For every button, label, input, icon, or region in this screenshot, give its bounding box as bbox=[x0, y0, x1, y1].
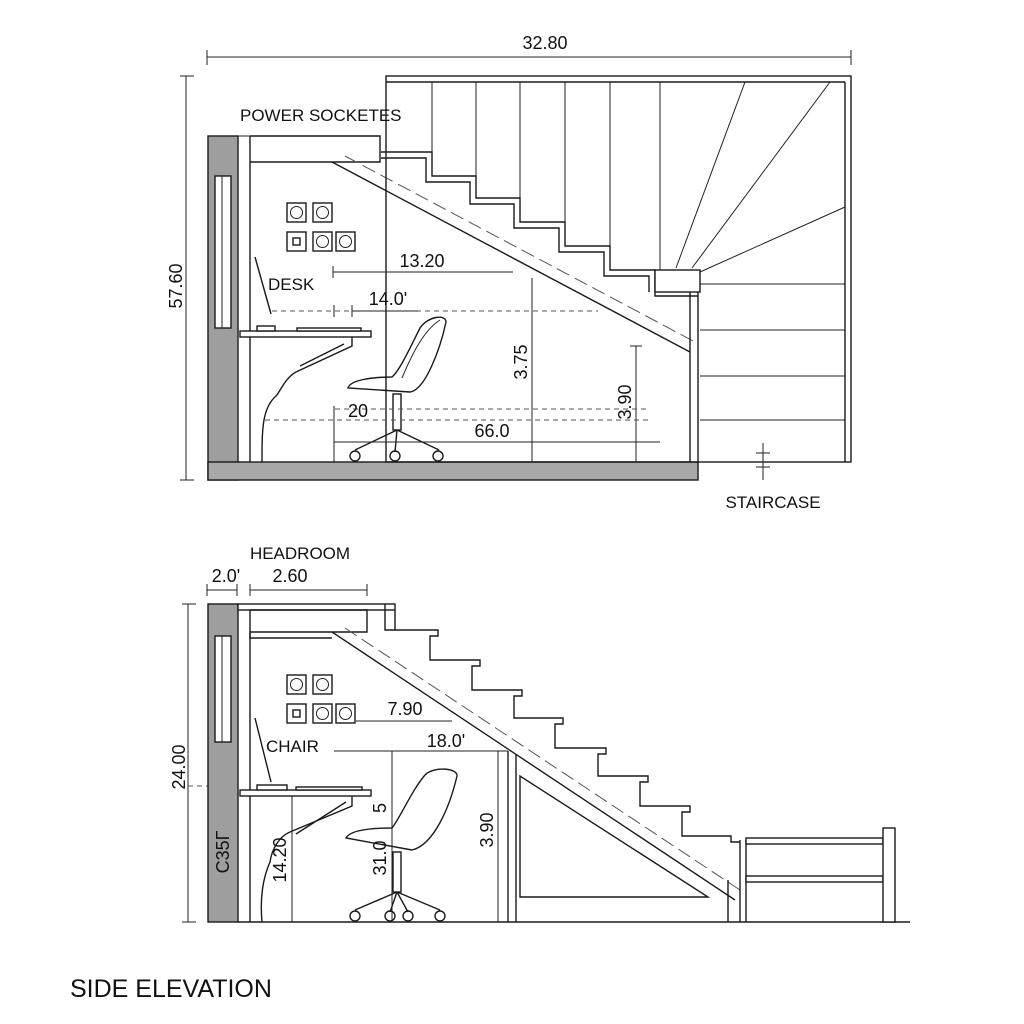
staircase-frame bbox=[385, 75, 852, 463]
desk bbox=[239, 256, 372, 463]
staircase-label: STAIRCASE bbox=[725, 493, 820, 512]
headroom-label: HEADROOM bbox=[250, 544, 350, 563]
desk-height-dim: 14.20 bbox=[270, 837, 290, 882]
socket-icon bbox=[312, 703, 333, 724]
svg-text:3.75: 3.75 bbox=[511, 344, 531, 379]
side-window bbox=[214, 635, 232, 743]
switch-icon bbox=[286, 231, 307, 252]
power-socket-panel bbox=[286, 202, 356, 252]
socket-icon bbox=[335, 231, 356, 252]
side-stair-steps bbox=[384, 604, 740, 843]
dimension-3-75: 3.75 bbox=[511, 278, 533, 462]
side-office-chair bbox=[344, 768, 458, 922]
socket-icon bbox=[312, 674, 333, 695]
dimension-14-0: 14.0' bbox=[272, 289, 598, 317]
handrail bbox=[745, 827, 896, 923]
storage-height-dim: 3.90 bbox=[477, 812, 497, 847]
storage-panel bbox=[519, 774, 711, 898]
side-elevation: HEADROOM 2.0' 2.60 24.00 C35Г bbox=[169, 544, 910, 923]
dimension-7-90: 7.90 bbox=[387, 699, 422, 719]
floor-slab bbox=[207, 461, 699, 481]
headroom-width-dim: 2.60 bbox=[272, 566, 307, 586]
overall-width-dimension: 32.80 bbox=[206, 33, 852, 65]
socket-icon bbox=[312, 202, 333, 223]
wall-thickness-dim: 2.0' bbox=[212, 566, 240, 586]
dimension-20: 20 bbox=[348, 401, 368, 421]
socket-icon bbox=[312, 231, 333, 252]
svg-text:13.20: 13.20 bbox=[399, 251, 444, 271]
wall-tag: C35Г bbox=[213, 830, 233, 873]
dimension-18-0: 18.0' bbox=[427, 731, 465, 751]
dimension-66-0: 66.0 bbox=[333, 406, 660, 462]
side-socket-panel bbox=[286, 674, 356, 724]
landing-block bbox=[654, 269, 701, 293]
dimension-13-20: 13.20 bbox=[332, 251, 513, 278]
svg-text:3.90: 3.90 bbox=[615, 384, 635, 419]
side-height-dim: 24.00 bbox=[169, 744, 189, 789]
dimension-3-90: 3.90 bbox=[615, 345, 642, 462]
svg-text:14.0': 14.0' bbox=[369, 289, 407, 309]
side-elevation-title: SIDE ELEVATION bbox=[70, 975, 272, 1003]
overall-height-value: 57.60 bbox=[166, 263, 186, 308]
overall-height-dimension: 57.60 bbox=[166, 75, 194, 481]
svg-text:66.0: 66.0 bbox=[474, 421, 509, 441]
seat-dim-a: 5 bbox=[370, 803, 390, 813]
socket-icon bbox=[286, 674, 307, 695]
power-sockets-label: POWER SOCKETES bbox=[240, 106, 402, 125]
socket-icon bbox=[335, 703, 356, 724]
socket-icon bbox=[286, 202, 307, 223]
switch-icon bbox=[286, 703, 307, 724]
seat-dim-b: 31.0 bbox=[370, 840, 390, 875]
side-desk bbox=[239, 717, 372, 923]
upper-elevation: 32.80 57.60 bbox=[166, 33, 852, 512]
overall-width-value: 32.80 bbox=[522, 33, 567, 53]
office-chair bbox=[347, 316, 447, 462]
chair-label: CHAIR bbox=[266, 737, 319, 756]
window bbox=[214, 175, 232, 329]
stair-treads bbox=[381, 81, 846, 462]
desk-label: DESK bbox=[268, 275, 315, 294]
